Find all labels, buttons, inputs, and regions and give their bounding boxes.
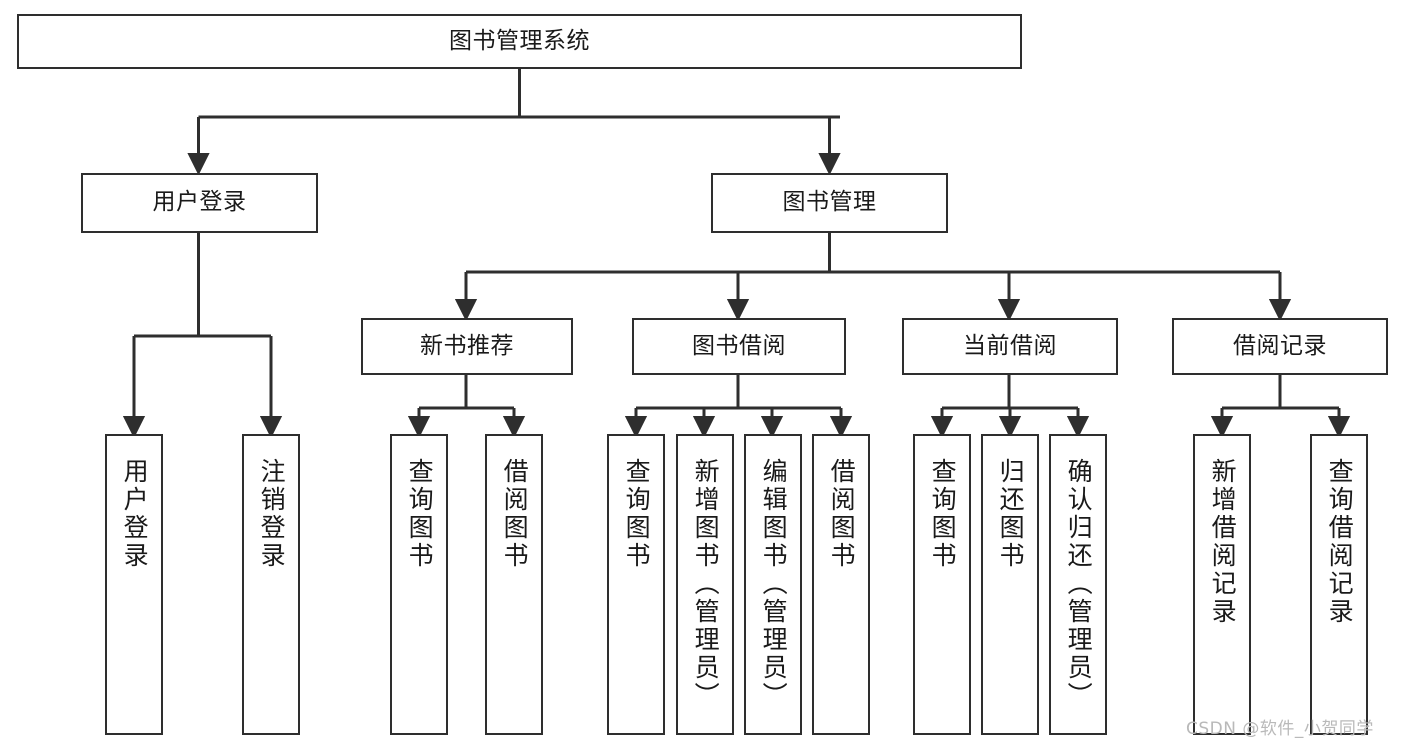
leaf-return-book-label: 归还图书 — [996, 458, 1026, 570]
node-book-manage-label: 图书管理 — [782, 189, 877, 216]
node-current-borrow[interactable]: 当前借阅 — [902, 318, 1118, 375]
node-root[interactable]: 图书管理系统 — [17, 14, 1022, 69]
node-book-borrow-label: 图书借阅 — [692, 332, 786, 359]
node-root-label: 图书管理系统 — [449, 27, 590, 54]
node-borrow-record[interactable]: 借阅记录 — [1172, 318, 1388, 375]
leaf-user-login-label: 用户登录 — [120, 458, 150, 570]
node-book-borrow[interactable]: 图书借阅 — [632, 318, 846, 375]
node-new-book-rec[interactable]: 新书推荐 — [361, 318, 573, 375]
leaf-query-record[interactable]: 查询借阅记录 — [1310, 434, 1368, 735]
leaf-confirm-return-label: 确认归还（管理员） — [1064, 458, 1094, 710]
leaf-query-book-1[interactable]: 查询图书 — [390, 434, 448, 735]
leaf-query-book-3[interactable]: 查询图书 — [913, 434, 971, 735]
leaf-logout[interactable]: 注销登录 — [242, 434, 300, 735]
leaf-query-book-1-label: 查询图书 — [405, 458, 435, 570]
csdn-watermark: CSDN @软件_小贺同学 — [1186, 719, 1374, 739]
node-borrow-record-label: 借阅记录 — [1233, 332, 1327, 359]
leaf-edit-book-label: 编辑图书（管理员） — [759, 458, 789, 710]
node-current-borrow-label: 当前借阅 — [963, 332, 1057, 359]
leaf-logout-label: 注销登录 — [257, 458, 287, 570]
leaf-confirm-return[interactable]: 确认归还（管理员） — [1049, 434, 1107, 735]
node-user-login[interactable]: 用户登录 — [81, 173, 318, 233]
leaf-user-login[interactable]: 用户登录 — [105, 434, 163, 735]
leaf-add-book[interactable]: 新增图书（管理员） — [676, 434, 734, 735]
leaf-borrow-book-2-label: 借阅图书 — [827, 458, 857, 570]
leaf-return-book[interactable]: 归还图书 — [981, 434, 1039, 735]
node-book-manage[interactable]: 图书管理 — [711, 173, 948, 233]
leaf-add-record-label: 新增借阅记录 — [1208, 458, 1238, 626]
leaf-borrow-book-2[interactable]: 借阅图书 — [812, 434, 870, 735]
leaf-query-book-2[interactable]: 查询图书 — [607, 434, 665, 735]
leaf-query-book-2-label: 查询图书 — [622, 458, 652, 570]
leaf-add-book-label: 新增图书（管理员） — [691, 458, 721, 710]
leaf-add-record[interactable]: 新增借阅记录 — [1193, 434, 1251, 735]
leaf-borrow-book-1[interactable]: 借阅图书 — [485, 434, 543, 735]
leaf-borrow-book-1-label: 借阅图书 — [500, 458, 530, 570]
node-new-book-rec-label: 新书推荐 — [420, 332, 514, 359]
leaf-edit-book[interactable]: 编辑图书（管理员） — [744, 434, 802, 735]
node-user-login-label: 用户登录 — [152, 189, 247, 216]
leaf-query-record-label: 查询借阅记录 — [1325, 458, 1355, 626]
leaf-query-book-3-label: 查询图书 — [928, 458, 958, 570]
